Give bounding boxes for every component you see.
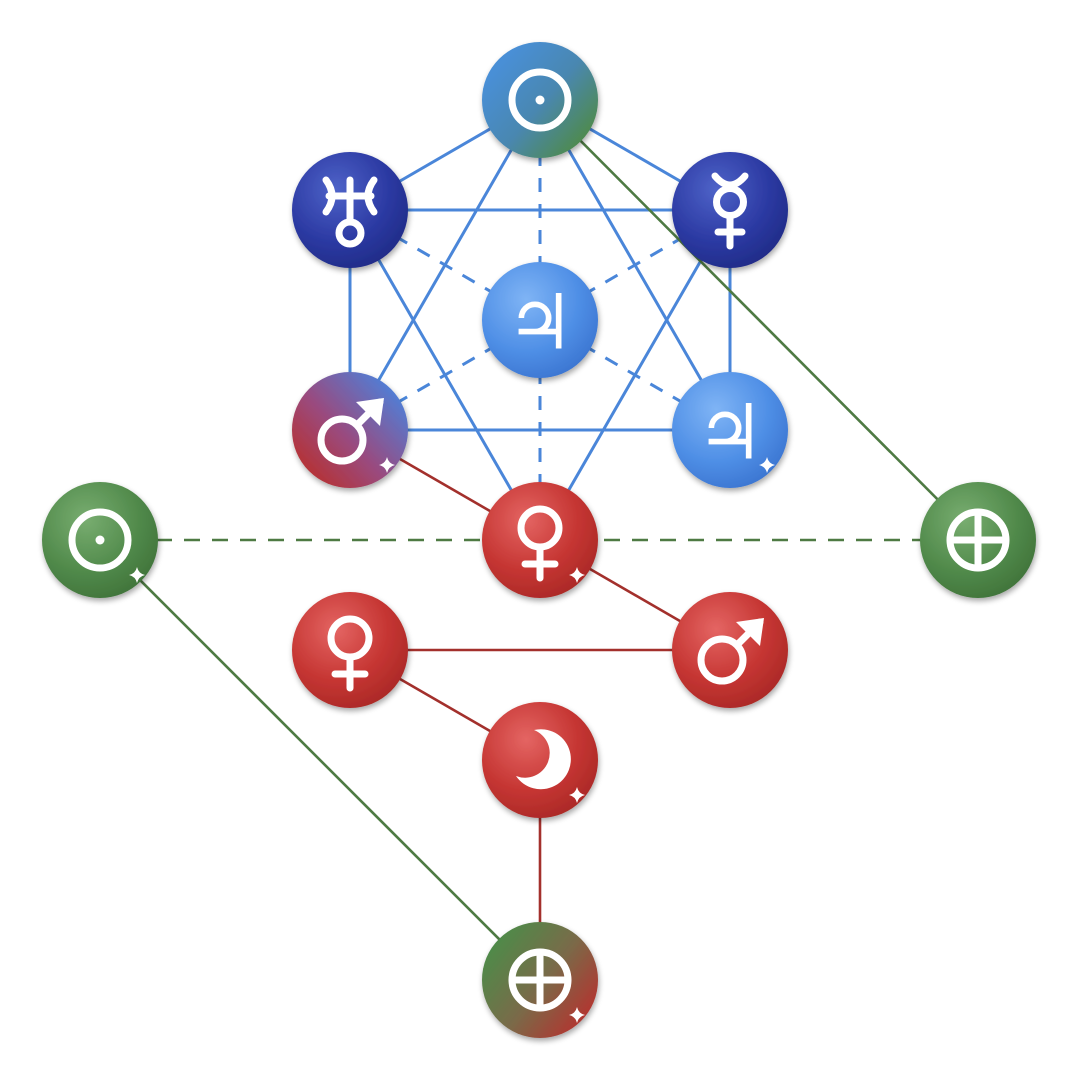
node-jupiter-right: ♃ bbox=[672, 372, 788, 488]
node-moon bbox=[482, 702, 598, 818]
sun-icon bbox=[508, 68, 572, 132]
uranus-icon bbox=[322, 176, 378, 248]
sparkle-icon bbox=[569, 787, 585, 803]
node-uranus bbox=[292, 152, 408, 268]
jupiter-icon: ♃ bbox=[506, 278, 574, 367]
sparkle-icon bbox=[569, 567, 585, 583]
sparkle-icon bbox=[379, 457, 395, 473]
node-circle bbox=[672, 592, 788, 708]
sun-icon bbox=[68, 508, 132, 572]
node-sun-left bbox=[42, 482, 158, 598]
jupiter-symbol-text: ♃ bbox=[506, 278, 574, 367]
mercury-icon bbox=[711, 172, 749, 250]
mars-icon bbox=[317, 398, 384, 465]
edge-sun-top-to-earth-right bbox=[539, 99, 979, 541]
node-circle bbox=[482, 482, 598, 598]
earth-icon bbox=[508, 948, 572, 1012]
node-venus-center bbox=[482, 482, 598, 598]
node-circle bbox=[292, 592, 408, 708]
node-jupiter-center: ♃ bbox=[482, 262, 598, 378]
node-circle bbox=[482, 262, 598, 378]
node-earth-bottom bbox=[482, 922, 598, 1038]
jupiter-symbol-text: ♃ bbox=[696, 388, 764, 477]
node-circle bbox=[672, 372, 788, 488]
node-circle bbox=[482, 702, 598, 818]
venus-icon bbox=[327, 615, 373, 692]
earth-icon bbox=[946, 508, 1010, 572]
nodes-layer: ♃♃ bbox=[42, 42, 1036, 1038]
node-earth-right bbox=[920, 482, 1036, 598]
node-venus-lower bbox=[292, 592, 408, 708]
edge-sun-left-to-earth-bottom bbox=[99, 539, 541, 981]
jupiter-icon: ♃ bbox=[696, 388, 764, 477]
venus-icon bbox=[517, 505, 563, 582]
node-mercury bbox=[672, 152, 788, 268]
sparkle-icon bbox=[759, 457, 775, 473]
moon-icon bbox=[516, 729, 571, 790]
node-circle bbox=[672, 152, 788, 268]
sparkle-icon bbox=[129, 567, 145, 583]
sparkle-icon bbox=[569, 1007, 585, 1023]
node-circle bbox=[292, 372, 408, 488]
node-mars-lower bbox=[672, 592, 788, 708]
node-sun-top bbox=[482, 42, 598, 158]
mars-icon bbox=[697, 618, 764, 685]
node-mars-upper bbox=[292, 372, 408, 488]
